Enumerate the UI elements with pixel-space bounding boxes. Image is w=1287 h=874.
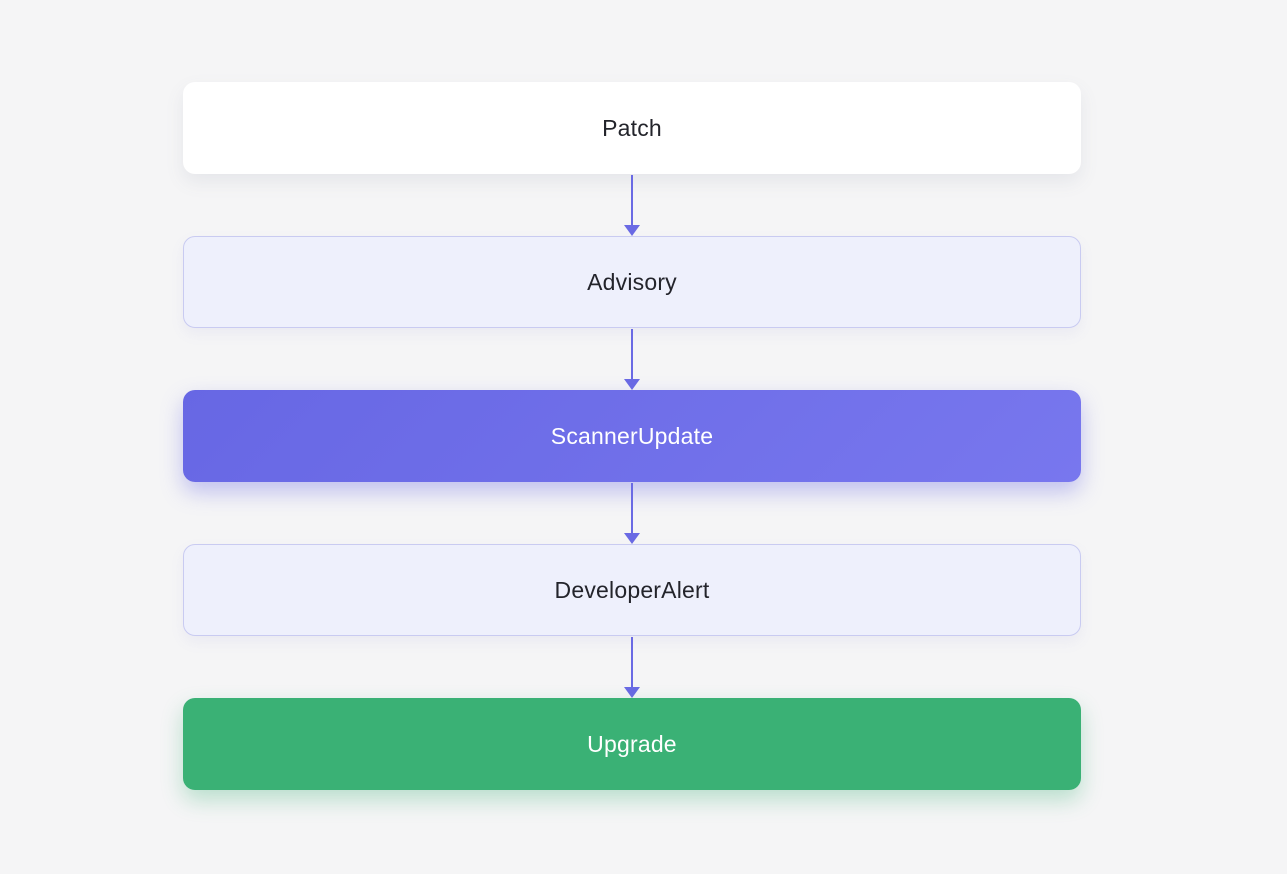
flow-arrow-patch-to-advisory	[183, 174, 1081, 236]
arrow-head-icon	[624, 225, 640, 236]
flow-node-label: ScannerUpdate	[550, 422, 714, 449]
flow-node-upgrade: Upgrade	[183, 698, 1081, 790]
flow-node-label: Advisory	[587, 268, 677, 295]
arrow-head-icon	[624, 379, 640, 390]
flow-node-developer-alert: DeveloperAlert	[183, 544, 1081, 636]
flow-node-label: DeveloperAlert	[554, 576, 710, 603]
arrow-line	[631, 175, 633, 225]
arrow-line	[631, 637, 633, 687]
flow-node-advisory: Advisory	[183, 236, 1081, 328]
arrow-head-icon	[624, 533, 640, 544]
flow-node-label: Patch	[602, 114, 662, 141]
flow-node-label: Upgrade	[587, 730, 677, 757]
flow-node-patch: Patch	[183, 82, 1081, 174]
arrow-head-icon	[624, 687, 640, 698]
flowchart: Patch Advisory ScannerUpdate DeveloperAl…	[183, 82, 1081, 790]
flow-node-scanner-update: ScannerUpdate	[183, 390, 1081, 482]
arrow-line	[631, 329, 633, 379]
arrow-line	[631, 483, 633, 533]
flow-arrow-scannerupdate-to-developeralert	[183, 482, 1081, 544]
flow-arrow-advisory-to-scannerupdate	[183, 328, 1081, 390]
flow-arrow-developeralert-to-upgrade	[183, 636, 1081, 698]
